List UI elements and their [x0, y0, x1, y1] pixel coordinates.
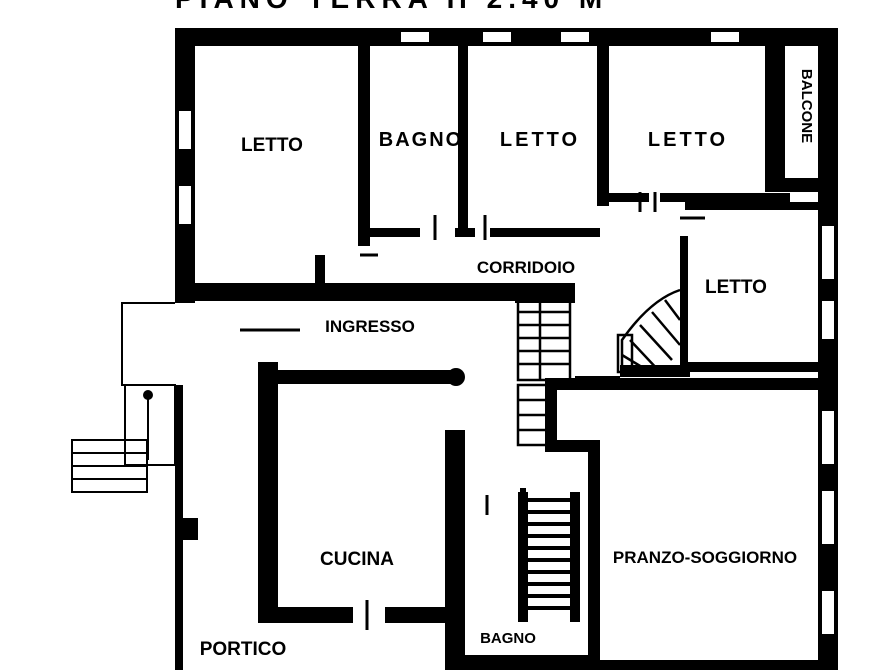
room-label-balcone: BALCONE: [798, 69, 815, 143]
central-stair-upper: [516, 298, 572, 447]
lower-stair: [518, 488, 580, 622]
room-label-cucina: CUCINA: [320, 549, 394, 570]
portico-post: [180, 518, 198, 540]
ingresso-outline: [121, 302, 175, 386]
room-label-letto-2: LETTO: [500, 129, 580, 151]
room-label-bagno-2: BAGNO: [480, 630, 536, 647]
room-label-pranzo-soggiorno: PRANZO-SOGGIORNO: [613, 548, 797, 567]
cucina-walls: [258, 362, 465, 670]
entrance-steps: [71, 384, 176, 493]
soggiorno-bottom-wall: [600, 660, 820, 670]
interior-walls: [195, 46, 818, 372]
room-label-bagno-1: BAGNO: [379, 129, 463, 151]
room-label-letto-4: LETTO: [705, 277, 767, 298]
room-label-ingresso: INGRESSO: [325, 317, 415, 336]
plan-header: PIANO TERRA H 2.40 M: [175, 0, 608, 14]
room-label-letto-1: LETTO: [241, 135, 303, 156]
stair-landing-wall: [515, 295, 575, 303]
bagno-bottom-wall: [465, 655, 590, 670]
room-label-portico: PORTICO: [200, 639, 287, 660]
room-label-letto-3: LETTO: [648, 129, 728, 151]
room-label-corridoio: CORRIDOIO: [477, 258, 575, 277]
spiral-stair: [616, 288, 681, 374]
spiral-stair-base: [620, 365, 690, 377]
room-labels: LETTO BAGNO LETTO LETTO BALCONE CORRIDOI…: [200, 69, 815, 660]
soggiorno-walls: [545, 376, 820, 670]
door-marks: [240, 153, 785, 630]
